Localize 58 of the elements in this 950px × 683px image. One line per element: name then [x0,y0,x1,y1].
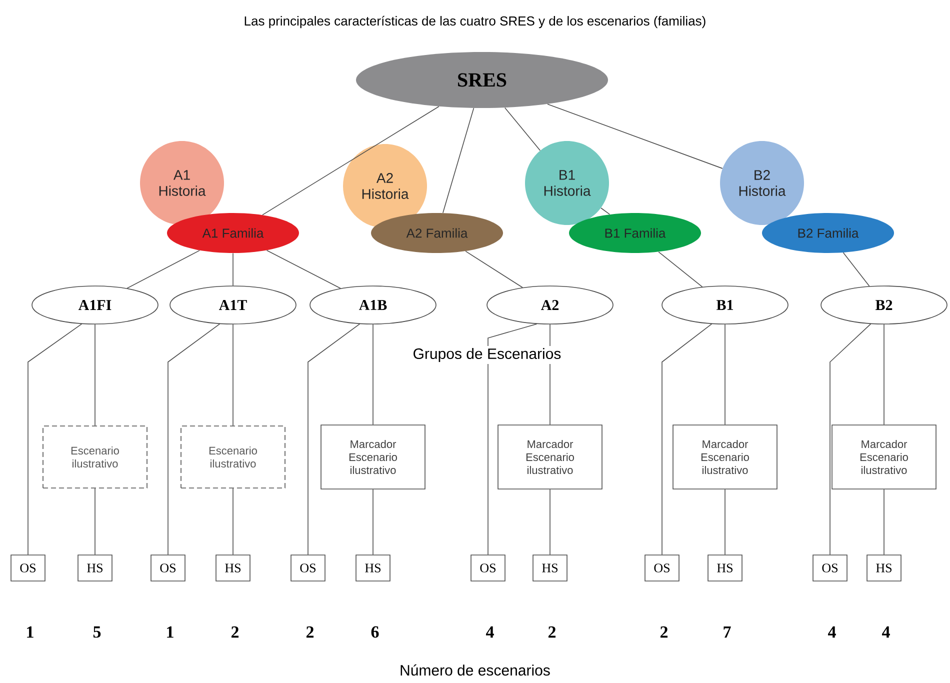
connector-line [372,489,374,555]
leaf-box: HS [866,554,902,582]
scenario-box: Marcador Escenario ilustrativo [832,424,936,490]
connector-line [232,252,234,286]
count-number: 2 [231,626,239,638]
section-label: Número de escenarios [400,664,550,676]
title: Las principales características de las cuatro SRES y de los escenarios (familias) [244,16,706,28]
count-number: 7 [724,626,731,638]
connector-line [488,324,538,555]
leaf-box: OS [290,554,326,582]
connector-line [168,324,220,555]
connector-line [372,324,374,425]
scenario-box: Escenario ilustrativo [180,426,286,488]
scenario-box: Marcador Escenario ilustrativo [320,424,426,490]
leaf-box: HS [356,554,390,582]
connector-line [724,489,726,555]
connector-line [28,324,82,555]
connector-line [442,108,474,214]
connector-line [126,250,200,289]
count-number: 2 [548,626,556,638]
leaf-box: HS [532,554,568,582]
leaf-box: HS [708,554,742,582]
connector-line [830,324,872,555]
connector-line [262,106,440,216]
connector-line [232,488,234,555]
count-number: 4 [828,626,836,638]
connector-line [547,104,723,169]
connector-line [465,250,523,288]
connector-line [658,251,703,288]
connector-line [94,324,96,426]
connector-line [724,324,726,425]
count-number: 2 [306,626,314,638]
connector-line [232,324,234,426]
section-label: Grupos de Escenarios [410,346,564,364]
leaf-box: OS [812,554,848,582]
leaf-box: OS [470,554,506,582]
count-number: 2 [660,626,668,638]
connector-line [94,488,96,555]
leaf-box: OS [10,554,46,582]
connector-line [308,324,360,555]
connector-line [600,208,610,215]
count-number: 1 [27,626,34,638]
connector-line [504,107,541,151]
scenario-box: Marcador Escenario ilustrativo [498,424,602,490]
leaf-box: HS [216,554,250,582]
count-number: 6 [371,626,379,638]
count-number: 4 [486,626,494,638]
scenario-box: Marcador Escenario ilustrativo [672,424,778,490]
leaf-box: HS [78,554,112,582]
count-number: 4 [882,626,890,638]
leaf-box: OS [644,554,680,582]
count-number: 5 [93,626,101,638]
connector-line [266,250,341,289]
count-number: 1 [167,626,174,638]
connector-line [842,252,870,287]
scenario-box: Escenario ilustrativo [42,426,148,488]
connector-line [662,324,712,555]
leaf-box: OS [150,554,186,582]
